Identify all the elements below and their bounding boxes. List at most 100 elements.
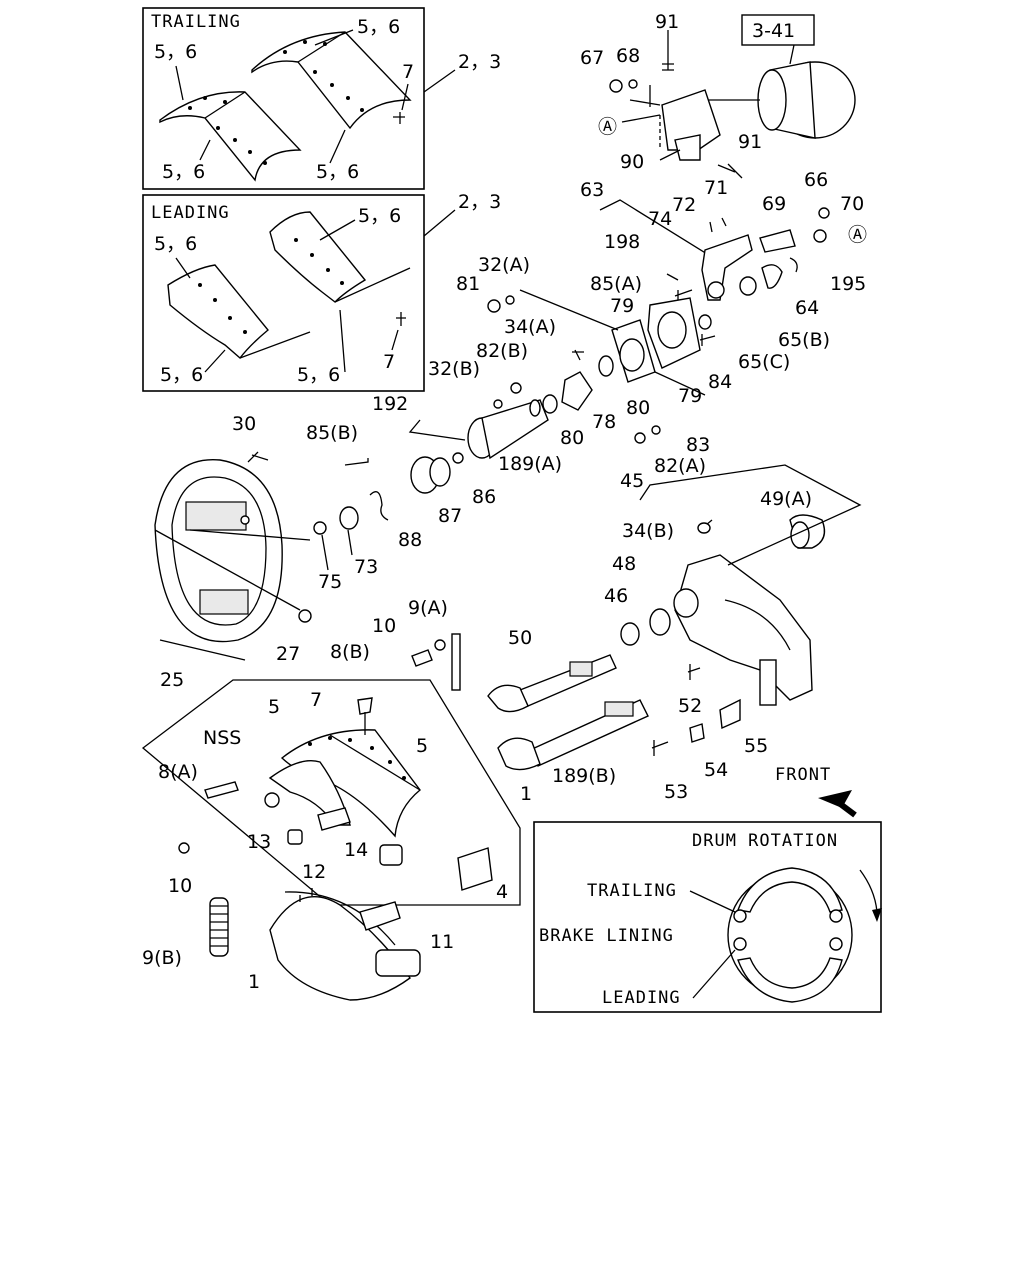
label-81: 81 (456, 273, 480, 295)
label-198: 198 (604, 231, 640, 253)
label-79-left: 79 (610, 295, 634, 317)
label-91-top: 91 (655, 11, 679, 33)
slack-adjuster-assembly (599, 199, 830, 346)
label-69: 69 (762, 193, 786, 215)
label-1-bottom: 1 (248, 971, 260, 993)
label-52: 52 (678, 695, 702, 717)
label-front: FRONT (775, 765, 831, 785)
leading-callout: 2，3 (458, 191, 501, 213)
label-nss: NSS (203, 727, 241, 749)
brake-spider (639, 464, 862, 706)
label-84: 84 (708, 371, 732, 393)
label-11: 11 (430, 931, 454, 953)
label-75: 75 (318, 571, 342, 593)
label-46: 46 (604, 585, 628, 607)
label-13: 13 (247, 831, 271, 853)
label-49a: 49(A) (760, 488, 812, 510)
label-70: 70 (840, 193, 864, 215)
label-85a: 85(A) (590, 273, 642, 295)
label-32a: 32(A) (478, 254, 530, 276)
trailing-label-b: 5，6 (154, 41, 197, 63)
leading-label-pin: 7 (383, 351, 395, 373)
label-30: 30 (232, 413, 256, 435)
label-86: 86 (472, 486, 496, 508)
label-circle-a-top: Ⓐ (598, 116, 617, 138)
label-34b: 34(B) (622, 520, 674, 542)
trailing-label-pin: 7 (402, 61, 414, 83)
label-5-left: 5 (268, 696, 280, 718)
label-9a: 9(A) (408, 597, 448, 619)
label-63: 63 (580, 179, 604, 201)
label-4: 4 (496, 881, 508, 903)
dust-shield (154, 459, 311, 661)
label-74: 74 (648, 208, 672, 230)
label-48: 48 (612, 553, 636, 575)
label-82a: 82(A) (654, 455, 706, 477)
label-45: 45 (620, 470, 644, 492)
brake-shoe-bottom (269, 888, 421, 1001)
label-68: 68 (616, 45, 640, 67)
label-85b: 85(B) (306, 422, 358, 444)
label-8b: 8(B) (330, 641, 370, 663)
leading-label-c: 5，6 (160, 364, 203, 386)
label-10-top: 10 (372, 615, 396, 637)
leading-lining-panel: LEADING 5，6 5，6 5，6 5，6 7 2，3 (142, 191, 501, 392)
trailing-label-d: 5，6 (316, 161, 359, 183)
label-65c: 65(C) (738, 351, 790, 373)
label-14: 14 (344, 839, 368, 861)
rotation-trailing: TRAILING (587, 881, 677, 901)
label-32b: 32(B) (428, 358, 480, 380)
label-189b: 189(B) (552, 765, 616, 787)
label-79-right: 79 (678, 385, 702, 407)
label-25: 25 (160, 669, 184, 691)
trailing-label-a: 5，6 (357, 16, 400, 38)
leading-panel-title: LEADING (151, 203, 230, 223)
label-65b: 65(B) (778, 329, 830, 351)
label-64: 64 (795, 297, 819, 319)
leading-label-a: 5，6 (358, 205, 401, 227)
label-27: 27 (276, 643, 300, 665)
reference-box (741, 14, 815, 46)
label-73: 73 (354, 556, 378, 578)
label-192: 192 (372, 393, 408, 415)
label-66: 66 (804, 169, 828, 191)
shoe-assembly-box (141, 679, 521, 906)
label-1-top: 1 (520, 783, 532, 805)
label-195: 195 (830, 273, 866, 295)
label-9b: 9(B) (142, 947, 182, 969)
trailing-panel-title: TRAILING (151, 12, 241, 32)
small-fasteners (487, 295, 661, 444)
brake-chamber (609, 30, 856, 179)
label-circle-a-right: Ⓐ (848, 224, 867, 246)
camshaft-a (408, 399, 549, 460)
label-55: 55 (744, 735, 768, 757)
label-87: 87 (438, 505, 462, 527)
label-90: 90 (620, 151, 644, 173)
label-5-right: 5 (416, 735, 428, 757)
label-71: 71 (704, 177, 728, 199)
leading-label-b: 5，6 (154, 233, 197, 255)
label-189a: 189(A) (498, 453, 562, 475)
drum-rotation-inset: DRUM ROTATION TRAILING BRAKE LINING LEAD… (533, 821, 882, 1013)
label-54: 54 (704, 759, 728, 781)
trailing-label-c: 5，6 (162, 161, 205, 183)
label-50: 50 (508, 627, 532, 649)
label-34a: 34(A) (504, 316, 556, 338)
label-82b: 82(B) (476, 340, 528, 362)
label-80-left: 80 (560, 427, 584, 449)
label-53: 53 (664, 781, 688, 803)
label-88: 88 (398, 529, 422, 551)
label-7: 7 (310, 689, 322, 711)
camshaft-bracket (519, 289, 706, 414)
label-10-bottom: 10 (168, 875, 192, 897)
label-83: 83 (686, 434, 710, 456)
bushing-87 (344, 452, 464, 494)
spring-9b (209, 897, 229, 957)
label-72: 72 (672, 194, 696, 216)
trailing-callout: 2，3 (458, 51, 501, 73)
rotation-leading: LEADING (602, 988, 681, 1008)
label-78: 78 (592, 411, 616, 433)
reference-box-label: 3-41 (752, 20, 795, 42)
label-91-right: 91 (738, 131, 762, 153)
